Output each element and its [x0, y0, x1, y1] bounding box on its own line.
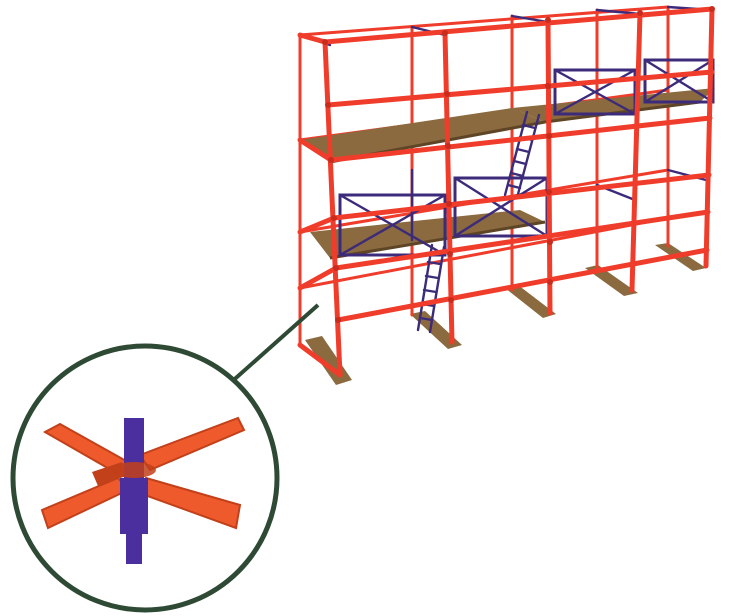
clamp-detail: [40, 416, 246, 564]
base-pad: [505, 285, 556, 318]
clamp-collar: [112, 462, 156, 478]
base-pad: [410, 311, 462, 349]
upper-deck: [512, 88, 715, 124]
guardrail-panels: [298, 5, 715, 257]
callout-leader-line: [226, 303, 320, 387]
middle-deck: [300, 108, 546, 164]
base-pad: [305, 336, 352, 385]
clamp-post-lower: [120, 478, 148, 534]
lower-deck: [310, 210, 546, 260]
frame-joints: [322, 6, 715, 323]
ladder-lower: [416, 243, 446, 334]
outer-frame: [297, 6, 715, 378]
clamp-post-base: [126, 534, 142, 564]
